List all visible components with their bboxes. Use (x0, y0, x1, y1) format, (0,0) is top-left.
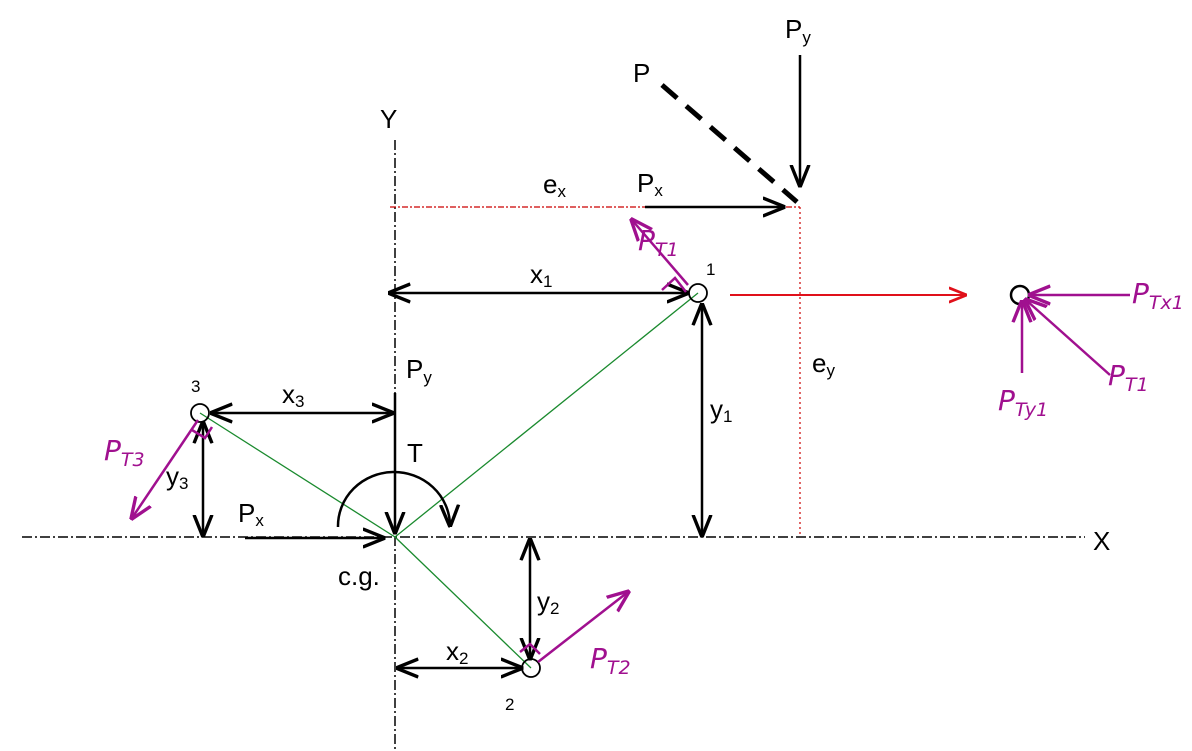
right-angle-mark-1 (661, 276, 687, 293)
PT1-detail-arrow (1026, 300, 1111, 376)
bolt-3-label: 3 (191, 377, 200, 396)
right-angle-mark-3 (191, 426, 214, 440)
PT2-arrow (537, 592, 628, 663)
PT1-label: PT1 (638, 224, 679, 261)
PT1-arrow (632, 220, 689, 286)
PTx1-label: PTx1 (1132, 277, 1184, 314)
PT2-label: PT2 (590, 642, 631, 679)
ex-label: ex (543, 169, 566, 201)
Py-cg-label: Py (406, 354, 432, 387)
PTy1-label: PTy1 (998, 384, 1048, 421)
Px-top-label: Px (637, 168, 663, 200)
PT1-detail-label: PT1 (1108, 359, 1149, 396)
radius-lines (199, 292, 699, 669)
x2-label: x2 (446, 636, 468, 668)
y1-label: y1 (710, 394, 732, 426)
x-axis-label: X (1093, 526, 1110, 556)
cg-label: c.g. (338, 561, 380, 591)
Px-cg-label: Px (238, 498, 264, 530)
load-P-arrow (660, 83, 799, 204)
x3-label: x3 (282, 379, 304, 411)
y-axis-label: Y (380, 104, 397, 134)
bolt-1-label: 1 (706, 260, 715, 279)
PT3-label: PT3 (104, 434, 145, 471)
bolt-2-label: 2 (505, 695, 514, 714)
torque-arc-icon (336, 470, 450, 527)
x1-label: x1 (530, 259, 552, 291)
torque-label: T (407, 438, 423, 468)
right-angle-mark-2 (519, 642, 541, 655)
y2-label: y2 (537, 586, 559, 618)
load-P-label: P (633, 58, 650, 88)
y3-label: y3 (166, 461, 188, 493)
Py-top-label: Py (785, 14, 811, 47)
ey-label: ey (812, 348, 835, 380)
PT3-arrow (132, 419, 200, 518)
